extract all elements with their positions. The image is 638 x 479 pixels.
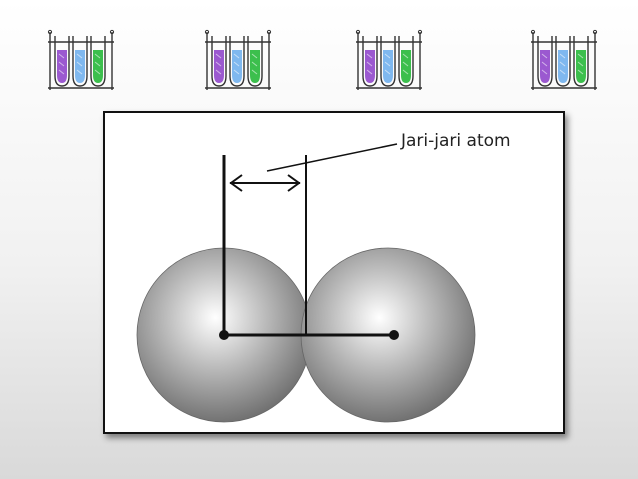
radius-arrow	[229, 174, 301, 192]
callout-leader-line	[266, 143, 398, 172]
left-center-dot	[219, 330, 229, 340]
right-center-dot	[389, 330, 399, 340]
atomic-radius-diagram: Jari-jari atom	[103, 111, 565, 434]
diagram-canvas	[136, 143, 476, 423]
callout-label: Jari-jari atom	[401, 131, 511, 151]
test-tube-rack-icon	[197, 28, 279, 94]
test-tube-rack-icon	[348, 28, 430, 94]
test-tube-rack-icon	[40, 28, 122, 94]
test-tube-rack-icon	[523, 28, 605, 94]
